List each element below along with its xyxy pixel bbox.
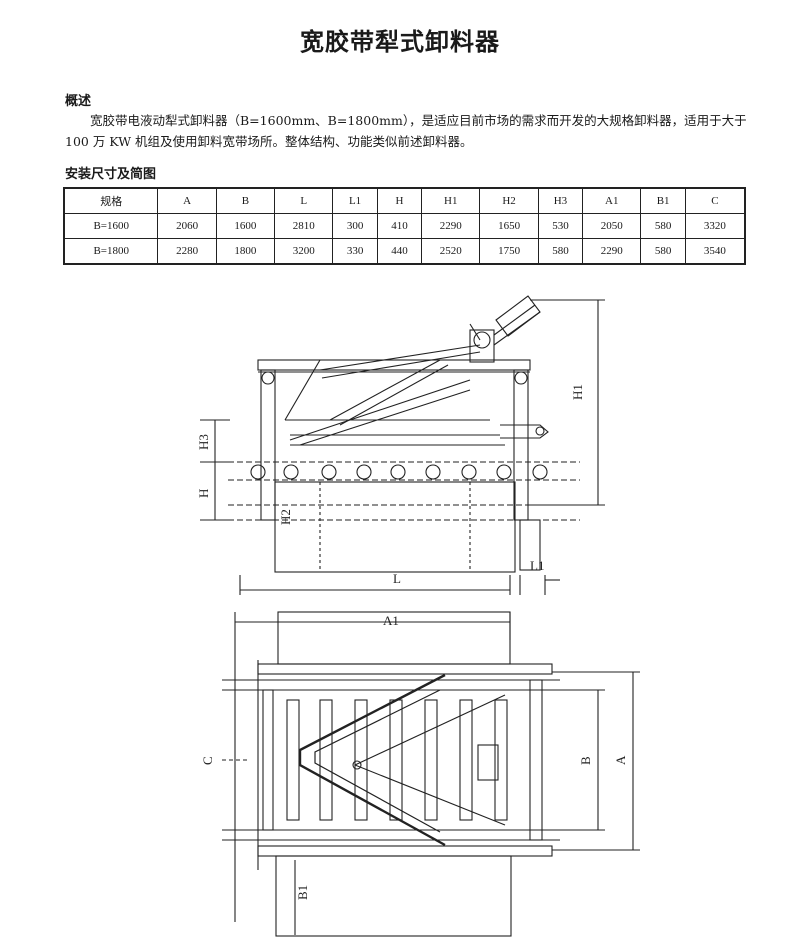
- table-cell: 440: [376, 238, 423, 265]
- right-post: [513, 369, 529, 521]
- table-cell: 330: [332, 238, 378, 265]
- table-cell: 2280: [157, 238, 217, 265]
- header-cell: 规格: [63, 187, 159, 214]
- table-cell: 2290: [421, 213, 481, 239]
- header-cell: H3: [537, 187, 584, 214]
- label-a1: A1: [383, 613, 399, 628]
- header-cell: A: [157, 187, 217, 214]
- header-cell: H1: [421, 187, 481, 214]
- table-cell: 3540: [684, 238, 746, 265]
- header-cell: L: [274, 187, 334, 214]
- l1-block: [519, 519, 541, 571]
- right-post-joint: [514, 371, 528, 385]
- table-cell: 3200: [274, 238, 334, 265]
- label-h1: H1: [570, 384, 585, 400]
- table-cell: 530: [537, 213, 584, 239]
- overview-text: 宽胶带电液动犁式卸料器（B=1600mm、B=1800mm），是适应目前市场的需…: [65, 113, 747, 149]
- table-cell: 580: [640, 238, 686, 265]
- table-cell: 2050: [582, 213, 642, 239]
- plan-rollers: [262, 679, 543, 841]
- table-row: B=1800 2280 1800 3200 330 440 2520 1750 …: [63, 238, 746, 265]
- header-cell: A1: [582, 187, 642, 214]
- label-l1: L1: [530, 558, 544, 573]
- hydraulic-cylinder: [319, 295, 541, 379]
- header-cell: C: [684, 187, 746, 214]
- table-cell: 2810: [274, 213, 334, 239]
- table-cell: 1800: [215, 238, 276, 265]
- installation-drawing: H1 H3 H H2 L L1 A1 B A C B1: [196, 295, 640, 937]
- header-cell: L1: [332, 187, 378, 214]
- label-b: B: [578, 756, 593, 765]
- table-cell: 410: [376, 213, 423, 239]
- dimensions-heading: 安装尺寸及简图: [65, 167, 157, 182]
- table-header-row: 规格 A B L L1 H H1 H2 H3 A1 B1 C: [63, 187, 746, 214]
- bottom-block: [275, 855, 512, 937]
- label-a: A: [613, 755, 628, 765]
- table-cell: 1650: [479, 213, 539, 239]
- label-h3: H3: [196, 434, 211, 450]
- overview-heading: 概述: [65, 94, 92, 109]
- table-row: B=1600 2060 1600 2810 300 410 2290 1650 …: [63, 213, 746, 239]
- table-cell: 1600: [215, 213, 276, 239]
- table-cell: 2060: [157, 213, 217, 239]
- plan-plough: [298, 673, 506, 847]
- label-h: H: [196, 489, 211, 498]
- table-cell: 580: [537, 238, 584, 265]
- label-b1: B1: [295, 885, 310, 900]
- header-cell: H: [376, 187, 423, 214]
- table-cell: 580: [640, 213, 686, 239]
- elevation-view: [200, 295, 605, 595]
- label-h2: H2: [278, 509, 293, 525]
- header-cell: B: [215, 187, 276, 214]
- table-cell: 300: [332, 213, 378, 239]
- drum-body: [274, 481, 516, 573]
- left-post-joint: [261, 371, 275, 385]
- table-cell: 2520: [421, 238, 481, 265]
- table-cell: 1750: [479, 238, 539, 265]
- table-cell: 3320: [684, 213, 746, 239]
- header-cell: B1: [640, 187, 686, 214]
- dimensions-table: 规格 A B L L1 H H1 H2 H3 A1 B1 C B=1600 20…: [63, 187, 746, 265]
- top-frame-beam: [257, 359, 531, 371]
- header-cell: H2: [479, 187, 539, 214]
- label-l: L: [393, 571, 401, 586]
- table-cell: B=1600: [63, 213, 159, 239]
- table-cell: B=1800: [63, 238, 159, 265]
- idler-rollers: [228, 461, 580, 481]
- left-post: [260, 369, 276, 521]
- table-cell: 2290: [582, 238, 642, 265]
- plough-blade: [284, 359, 549, 446]
- label-c: C: [200, 756, 215, 765]
- page-title: 宽胶带犁式卸料器: [300, 27, 500, 56]
- plan-view: [222, 611, 640, 937]
